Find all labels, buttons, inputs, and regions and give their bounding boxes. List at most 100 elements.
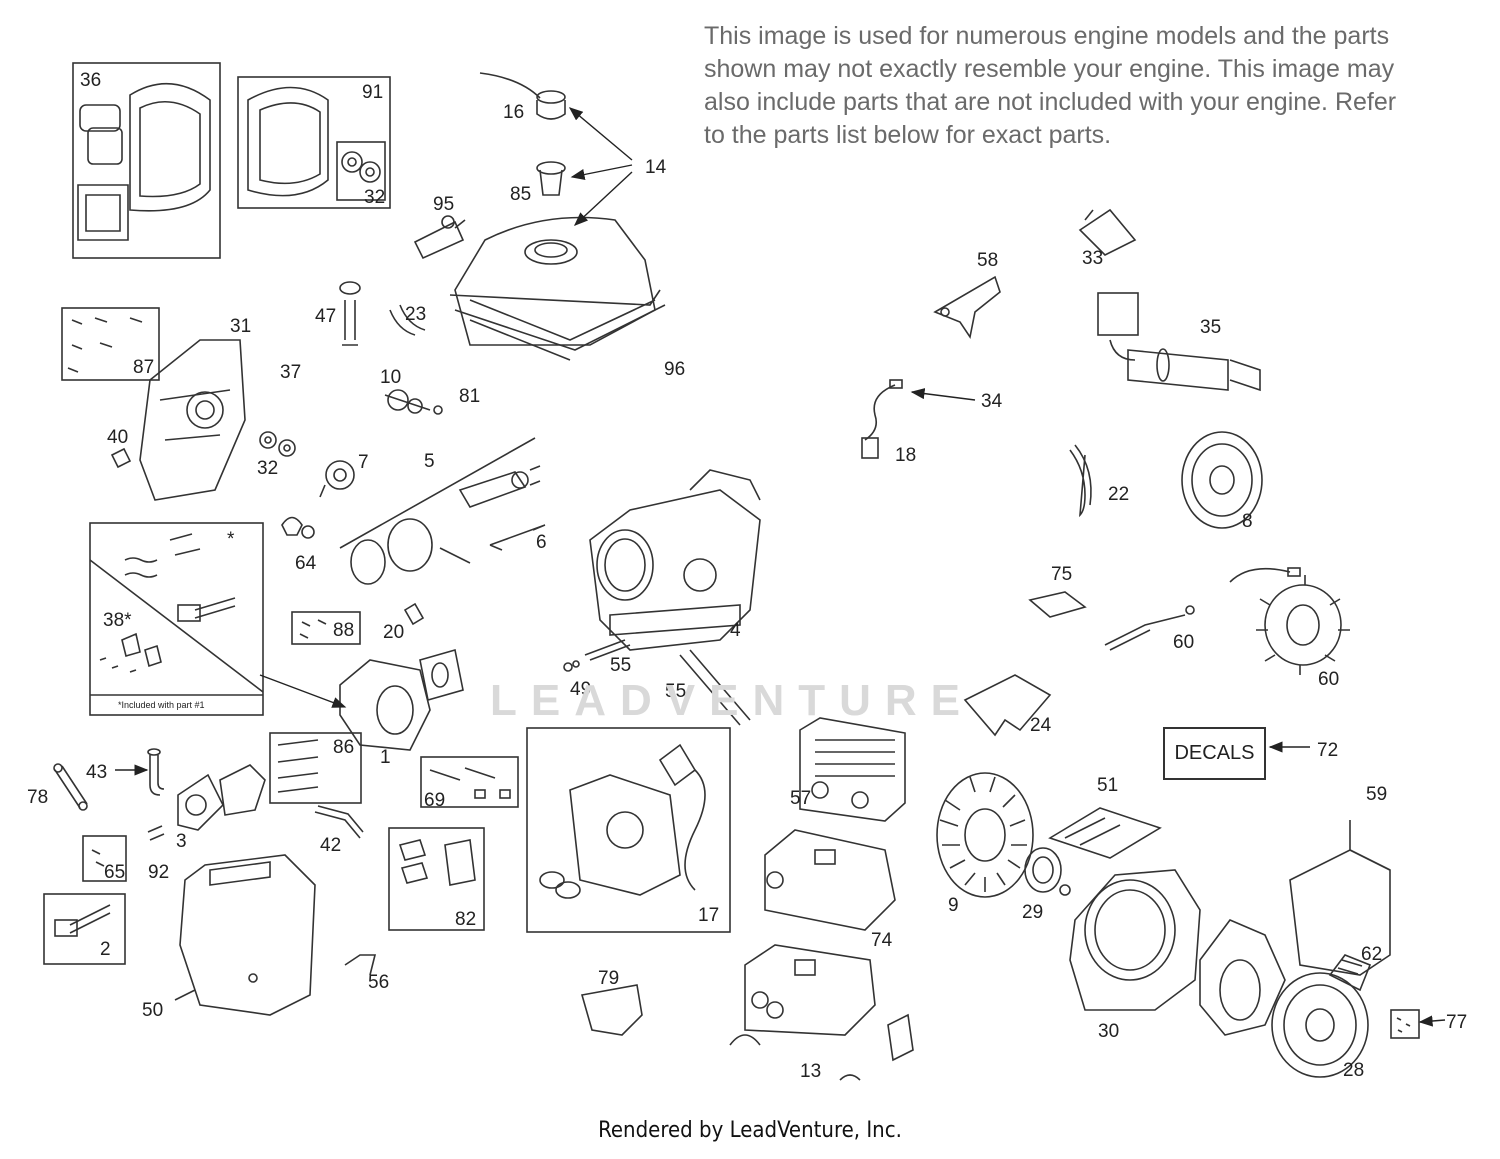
muffler-shield-57 [799,717,906,822]
dowel-55b [679,649,751,726]
cylinder-head-1 [339,648,464,751]
carburetor-17 [526,727,731,933]
linkage-42 [314,805,364,839]
callout-3: 3 [176,831,187,852]
fuel-strainer-85 [536,161,566,196]
flywheel-fan-9 [936,772,1034,898]
disclaimer-notice: This image is used for numerous engine m… [704,20,1484,152]
breather-tube-23 [389,304,426,336]
callout-95: 95 [433,194,454,215]
callout-32b: 32 [257,458,278,479]
callout-58: 58 [977,250,998,271]
part-75 [1028,591,1087,618]
side-plate-59 [1289,820,1391,976]
bracket-6 [489,465,546,551]
dipstick-47 [339,281,361,346]
callout-18: 18 [895,445,916,466]
callout-51: 51 [1097,775,1118,796]
base-plate-51 [1048,807,1162,859]
callout-60b: 60 [1318,669,1339,690]
piston-kit-5 [339,437,536,585]
fuel-cap-16 [479,72,566,120]
callout-16: 16 [503,102,524,123]
callout-37: 37 [280,362,301,383]
carburetor-adapter-3 [177,764,266,831]
notice-line: This image is used for numerous engine m… [704,22,1390,50]
callout-91: 91 [362,82,383,103]
notice-line: also include parts that are not included… [704,88,1397,116]
callout-56: 56 [368,972,389,993]
starter-plate [1199,919,1286,1036]
callout-77: 77 [1446,1012,1467,1033]
gasket-set-91 [237,76,391,209]
callout-8: 8 [1242,511,1253,532]
callout-69: 69 [424,790,445,811]
fuel-tank [449,216,666,361]
wire-60 [1104,605,1195,651]
callout-75: 75 [1051,564,1072,585]
recoil-starter-28 [1271,972,1369,1078]
callout-22: 22 [1108,484,1129,505]
callout-81: 81 [459,386,480,407]
bolt-kit-87 [61,307,160,381]
callout-star: * [227,529,235,550]
blower-housing-30 [1069,869,1201,1011]
callout-4: 4 [730,620,741,641]
callout-96: 96 [664,359,685,380]
callout-33: 33 [1082,248,1103,269]
callout-38: 38* [103,610,132,631]
callout-10: 10 [380,367,401,388]
callout-14: 14 [645,157,667,178]
callout-1: 1 [380,747,391,768]
callout-31: 31 [230,316,251,337]
callout-40: 40 [107,427,128,448]
inset-note: *Included with part #1 [118,700,205,710]
callout-59: 59 [1366,784,1387,805]
watermark: LEADVENTURE [490,676,975,725]
bolt-kit-69 [420,756,519,808]
callout-32: 32 [364,187,385,208]
callout-88: 88 [333,620,354,641]
bracket-22 [1069,444,1092,518]
callout-17: 17 [698,905,719,926]
callout-6: 6 [536,532,547,553]
callout-47: 47 [315,306,336,327]
callout-9: 9 [948,895,959,916]
callout-57: 57 [790,788,811,809]
decals-box: DECALS [1163,727,1266,780]
elbow-43 [147,748,165,796]
starter-handle-62 [1328,954,1372,992]
callout-36: 36 [80,70,101,91]
bracket-58 [933,275,1001,340]
callout-55b: 55 [665,681,686,702]
callout-86: 86 [333,737,354,758]
washer-49 [563,660,580,672]
callout-20: 20 [383,622,404,643]
callout-85: 85 [510,184,531,205]
callout-92: 92 [148,862,169,883]
decals-label: DECALS [1174,742,1255,764]
bolt-kit-65 [82,835,127,882]
drain-plug-40 [110,447,132,469]
callout-62: 62 [1361,944,1382,965]
callout-74: 74 [871,930,893,951]
gasket-set-36 [72,62,221,259]
callout-82: 82 [455,909,476,930]
fuel-valve-95 [413,215,466,260]
muffler-13 [729,944,914,1081]
callout-24: 24 [1030,715,1052,736]
callout-64: 64 [295,553,317,574]
bolt-kit-86 [269,732,362,804]
callout-35: 35 [1200,317,1221,338]
footer-credit: Rendered by LeadVenture, Inc. [598,1118,902,1143]
callout-34: 34 [981,391,1003,412]
stator-60 [1229,567,1350,675]
callout-43: 43 [86,762,107,783]
oil-sensor-64 [281,516,315,539]
bracket-33 [1078,208,1137,256]
electric-starter-35 [1097,292,1261,392]
starter-cup-29 [1024,847,1071,896]
callout-42: 42 [320,835,341,856]
callout-79: 79 [598,968,619,989]
